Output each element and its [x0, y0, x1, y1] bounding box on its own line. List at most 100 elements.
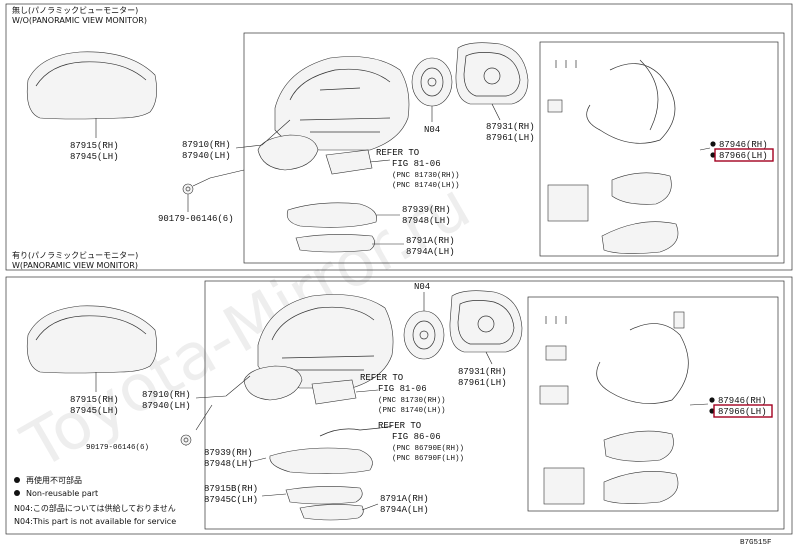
bottom-refer2-line3: (PNC 86790E(RH)) [392, 445, 464, 453]
top-refer-line1: REFER TO [376, 148, 419, 158]
bottom-label-lamp-lh: 87948(LH) [204, 459, 253, 469]
top-base-drawing [295, 234, 375, 253]
top-label-kit[interactable]: 87946(RH) 87966(LH) [710, 140, 774, 162]
bottom-refer2-line1: REFER TO [378, 421, 421, 431]
legend-n04-jp: N04:この部品については供給しておりません [14, 503, 176, 513]
top-label-glass-rh: 87931(RH) [486, 122, 535, 132]
bottom-label-base-rh: 8791A(RH) [380, 494, 429, 504]
bottom-label-cover2-lh: 87945C(LH) [204, 495, 258, 505]
legend-n04-en: N04:This part is not available for servi… [14, 517, 176, 526]
figure-code: B7G515F [740, 539, 772, 547]
bottom-label-cover-lh: 87945(LH) [70, 406, 119, 416]
bottom-mirror-assy-drawing [243, 294, 394, 401]
bottom-label-cover[interactable]: 87915(RH) 87945(LH) [70, 395, 119, 416]
top-label-cover[interactable]: 87915(RH) 87945(LH) [70, 141, 119, 162]
bottom-refer1-leader [355, 389, 379, 393]
top-nonreuse-dot-1 [710, 141, 716, 147]
top-label-kit-lh: 87966(LH) [719, 151, 768, 161]
top-refer-leader [369, 159, 391, 163]
section-top-frame [5, 3, 793, 271]
bottom-bracket-drawing [311, 379, 357, 405]
bottom-label-lamp-rh: 87939(RH) [204, 448, 253, 458]
bottom-label-glass-rh: 87931(RH) [458, 367, 507, 377]
top-lamp-drawing [286, 202, 377, 228]
bottom-kit-leader [689, 403, 709, 406]
legend: 再使用不可部品 Non-reusable part N04:この部品については供… [14, 475, 176, 526]
top-kit-box [539, 41, 779, 257]
top-bracket-drawing [325, 149, 373, 175]
top-mirror-glass-drawing [455, 42, 529, 105]
bottom-cover2-leader [261, 493, 287, 497]
bottom-refer2-line2: FIG 86-06 [392, 432, 441, 442]
top-kit-contents-drawing [547, 59, 679, 254]
top-label-glass-lh: 87961(LH) [486, 133, 535, 143]
bottom-mirror-cover-detail [35, 315, 147, 341]
legend-dot-2 [14, 490, 20, 496]
bottom-header-en: W(PANORAMIC VIEW MONITOR) [12, 261, 138, 270]
bottom-label-mirror-assy[interactable]: 87910(RH) 87940(LH) [142, 390, 191, 411]
top-kit-leader [699, 147, 711, 151]
top-label-kit-rh: 87946(RH) [719, 140, 768, 150]
bottom-refer1-line1: REFER TO [360, 373, 403, 383]
bottom-camera-harness-drawing [319, 427, 381, 437]
bottom-label-base[interactable]: 8791A(RH) 8794A(LH) [380, 494, 429, 515]
bottom-label-bolt[interactable]: 90179-06146(6) [86, 444, 149, 452]
top-label-mirror-assy[interactable]: 87910(RH) 87940(LH) [182, 140, 231, 161]
bottom-kit-contents-drawing [539, 311, 689, 505]
bottom-refer1-line2: FIG 81-06 [378, 384, 427, 394]
bottom-refer2-leader [379, 425, 393, 429]
bottom-label-glass-lh: 87961(LH) [458, 378, 507, 388]
top-kit-lh-highlight [714, 148, 774, 162]
bottom-bolt-icon [180, 434, 192, 446]
top-label-base-lh: 8794A(LH) [406, 247, 455, 257]
top-bolt-icon [182, 183, 194, 195]
bottom-label-kit[interactable]: 87946(RH) 87966(LH) [709, 396, 773, 418]
bottom-motor-drawing [403, 310, 445, 360]
top-motor-drawing [411, 57, 453, 107]
top-label-lamp[interactable]: 87939(RH) 87948(LH) [402, 205, 451, 226]
top-label-assy-rh: 87910(RH) [182, 140, 231, 150]
bottom-label-cover2[interactable]: 87915B(RH) 87945C(LH) [204, 484, 258, 505]
bottom-bolt-leader-2 [195, 404, 213, 431]
bottom-base-leader [361, 503, 379, 511]
top-bolt-leader-2 [192, 169, 245, 187]
top-label-cover-rh: 87915(RH) [70, 141, 119, 151]
legend-nonreuse-jp: 再使用不可部品 [26, 475, 82, 485]
bottom-label-cover-rh: 87915(RH) [70, 395, 119, 405]
top-label-base-rh: 8791A(RH) [406, 236, 455, 246]
top-label-glass[interactable]: 87931(RH) 87961(LH) [486, 122, 535, 143]
bottom-kit-box [527, 296, 779, 512]
top-label-refer[interactable]: REFER TO FIG 81-06 (PNC 81730(RH)) (PNC … [376, 148, 460, 190]
bottom-label-refer1[interactable]: REFER TO FIG 81-06 (PNC 81730(RH)) (PNC … [360, 373, 446, 415]
top-mirror-cover-drawing [26, 51, 157, 120]
bottom-label-refer2[interactable]: REFER TO FIG 86-06 (PNC 86790E(RH)) (PNC… [378, 421, 464, 463]
bottom-kit-lh-highlight [713, 404, 773, 418]
bottom-label-assy-lh: 87940(LH) [142, 401, 191, 411]
top-label-lamp-rh: 87939(RH) [402, 205, 451, 215]
bottom-glass-leader [485, 351, 493, 365]
top-label-base[interactable]: 8791A(RH) 8794A(LH) [406, 236, 455, 257]
top-refer-line2: FIG 81-06 [392, 159, 441, 169]
top-assy-leader [235, 119, 291, 149]
top-assembly-box [243, 32, 785, 264]
top-label-assy-lh: 87940(LH) [182, 151, 231, 161]
bottom-label-motor[interactable]: N04 [414, 282, 430, 292]
bottom-header-jp: 有り(パノラミックビューモニター) [12, 250, 138, 260]
bottom-refer1-line4: (PNC 81740(LH)) [378, 407, 446, 415]
top-label-cover-lh: 87945(LH) [70, 152, 119, 162]
bottom-label-assy-rh: 87910(RH) [142, 390, 191, 400]
top-refer-line4: (PNC 81740(LH)) [392, 182, 460, 190]
bottom-label-glass[interactable]: 87931(RH) 87961(LH) [458, 367, 507, 388]
top-mirror-cover-detail [35, 61, 147, 87]
bottom-refer2-line4: (PNC 86790F(LH)) [392, 455, 464, 463]
top-label-motor[interactable]: N04 [424, 125, 440, 135]
section-bottom-frame [5, 276, 793, 535]
bottom-label-lamp[interactable]: 87939(RH) 87948(LH) [204, 448, 253, 469]
top-header-jp: 無し(パノラミックビューモニター) [12, 5, 138, 15]
top-label-bolt[interactable]: 90179-06146(6) [158, 214, 234, 224]
top-header-en: W/O(PANORAMIC VIEW MONITOR) [12, 16, 147, 25]
bottom-refer1-line3: (PNC 81730(RH)) [378, 397, 446, 405]
bottom-mirror-cover-drawing [26, 305, 157, 374]
